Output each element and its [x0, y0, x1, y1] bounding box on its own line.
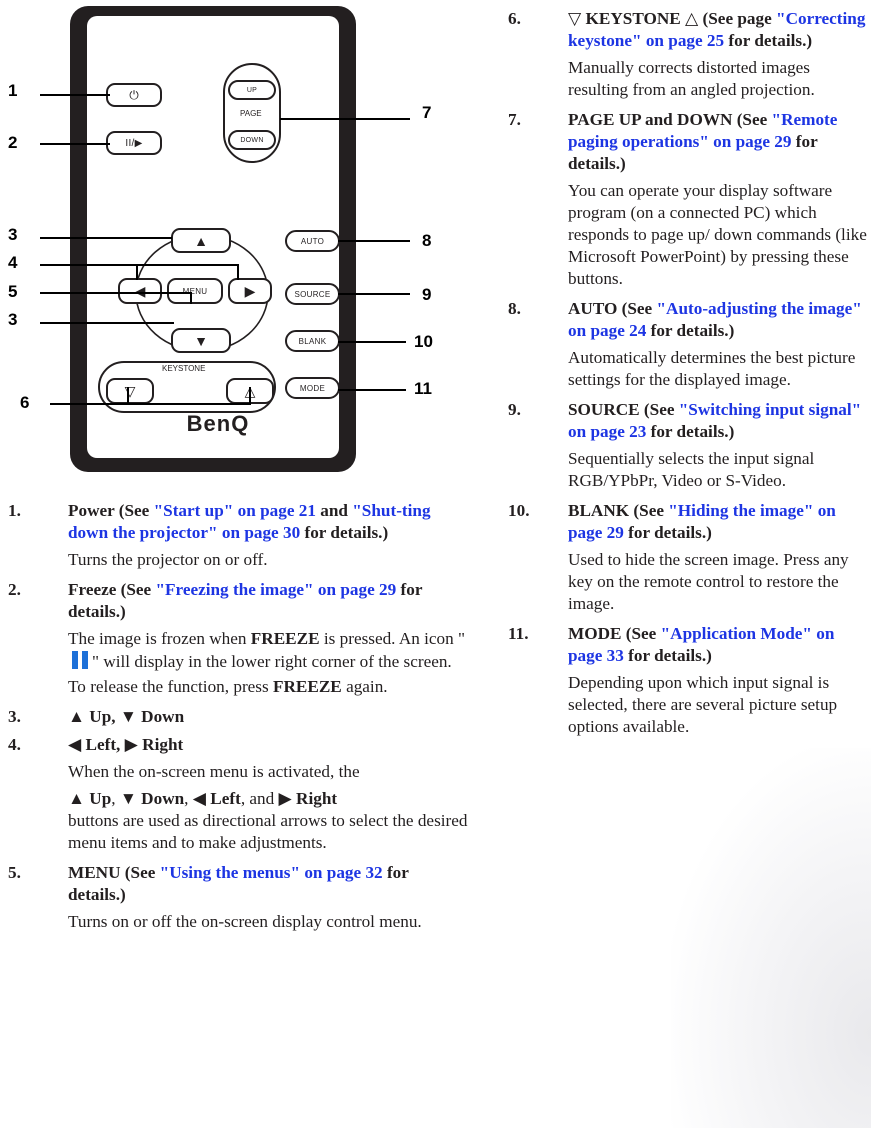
leader-line [280, 118, 410, 120]
up-triangle-icon: ▲ [194, 232, 208, 249]
blank-button: BLANK [285, 330, 340, 352]
source-button: SOURCE [285, 283, 340, 305]
right-arrow-button: ▶ [228, 278, 272, 304]
list-item-source: 9. SOURCE (See "Switching input signal" … [508, 400, 862, 490]
freeze-button: II/▶ [106, 131, 162, 155]
leader-line [338, 341, 406, 343]
list-item-left-right: 4. ◀ Left, ▶ Right When the on-screen me… [8, 735, 468, 852]
list-item-menu: 5. MENU (See "Using the menus" on page 3… [8, 863, 422, 931]
callout-1: 1 [8, 81, 18, 100]
list-item-blank: 10. BLANK (See "Hiding the image" on pag… [508, 501, 849, 613]
keystone-label: KEYSTONE [160, 364, 208, 373]
link-shutting-down[interactable]: "Shut-ting down the projector" on page 3… [68, 501, 431, 542]
leader-line [40, 143, 110, 145]
up-arrow-button: ▲ [171, 228, 231, 253]
power-icon: ⏻ [129, 88, 139, 102]
list-item-mode: 11. MODE (See "Application Mode" on page… [508, 624, 838, 736]
page-corner-shading [671, 748, 871, 1128]
down-triangle-icon: ▼ [194, 332, 208, 349]
right-triangle-icon: ▶ [244, 283, 256, 299]
list-item-freeze: 2. Freeze (See "Freezing the image" on p… [8, 580, 466, 696]
list-item-page: 7. PAGE UP and DOWN (See "Remote paging … [508, 110, 867, 288]
leader-line [338, 240, 410, 242]
callout-2: 2 [8, 133, 18, 152]
leader-line [136, 264, 138, 280]
keystone-down-button: ▽ [106, 378, 154, 404]
page-up-button: UP [228, 80, 276, 100]
leader-line [40, 94, 110, 96]
leader-line [50, 403, 251, 405]
power-button: ⏻ [106, 83, 162, 107]
leader-line [237, 264, 239, 280]
link-auto-adjusting[interactable]: "Auto-adjusting the image" on page 24 [568, 299, 862, 340]
auto-button: AUTO [285, 230, 340, 252]
link-switching-input[interactable]: "Switching input signal" on page 23 [568, 400, 862, 441]
link-hiding-image[interactable]: "Hiding the image" on page 29 [568, 501, 836, 542]
left-triangle-icon: ◀ [134, 283, 146, 299]
callout-10: 10 [414, 332, 433, 351]
leader-line [40, 322, 174, 324]
link-remote-paging[interactable]: "Remote paging operations" on page 29 [568, 110, 838, 151]
benq-logo: BenQ [186, 411, 250, 436]
list-item-up-down: 3. ▲ Up, ▼ Down [8, 707, 185, 726]
leader-line [127, 387, 129, 403]
leader-line [40, 237, 172, 239]
callout-3b: 3 [8, 310, 18, 329]
down-arrow-button: ▼ [171, 328, 231, 353]
left-column: 1. Power (See "Start up" on page 21 and … [8, 500, 470, 941]
callout-4: 4 [8, 253, 18, 272]
remote-control-illustration: ⏻ II/▶ UP PAGE DOWN ▲ ◀ MENU ▶ ▼ AUTO SO… [0, 0, 440, 480]
callout-11: 11 [414, 379, 432, 398]
link-freezing-image[interactable]: "Freezing the image" on page 29 [155, 580, 397, 599]
list-item-power: 1. Power (See "Start up" on page 21 and … [8, 501, 431, 569]
leader-line [40, 292, 192, 294]
callout-6: 6 [20, 393, 30, 412]
leader-line [40, 264, 239, 266]
callout-7: 7 [422, 103, 432, 122]
inverted-trapezoid-icon: ▽ [124, 383, 136, 399]
freeze-pause-icon [70, 650, 90, 676]
leader-line [338, 293, 410, 295]
link-start-up[interactable]: "Start up" on page 21 [153, 501, 316, 520]
callout-5: 5 [8, 282, 18, 301]
link-correcting-keystone[interactable]: "Correcting keystone" on page 25 [568, 9, 866, 50]
callout-9: 9 [422, 285, 432, 304]
menu-button: MENU [167, 278, 223, 304]
right-column: 6. ▽ KEYSTONE △ (See page "Correcting ke… [508, 8, 868, 746]
leader-line [190, 292, 192, 304]
page-down-button: DOWN [228, 130, 276, 150]
page-label: PAGE [240, 109, 262, 118]
leader-line [338, 389, 406, 391]
mode-button: MODE [285, 377, 340, 399]
left-arrow-button: ◀ [118, 278, 162, 304]
freeze-icon: II/▶ [125, 137, 143, 149]
leader-line [249, 387, 251, 403]
callout-8: 8 [422, 231, 432, 250]
callout-3a: 3 [8, 225, 18, 244]
link-using-menus[interactable]: "Using the menus" on page 32 [159, 863, 383, 882]
list-item-auto: 8. AUTO (See "Auto-adjusting the image" … [508, 299, 862, 389]
link-application-mode[interactable]: "Application Mode" on page 33 [568, 624, 835, 665]
list-item-keystone: 6. ▽ KEYSTONE △ (See page "Correcting ke… [508, 9, 866, 99]
